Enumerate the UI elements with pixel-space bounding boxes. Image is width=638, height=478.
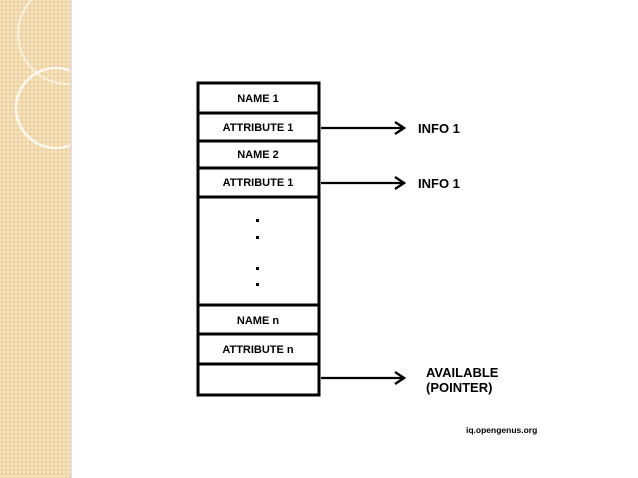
ellipsis-dot (256, 236, 259, 239)
decorative-side-panel (0, 0, 70, 478)
info-label: INFO 1 (418, 176, 460, 191)
ellipsis-dot (256, 219, 259, 222)
ellipsis-dot (256, 267, 259, 270)
table-cell-label: ATTRIBUTE 1 (223, 122, 294, 134)
source-watermark: iq.opengenus.org (466, 425, 537, 435)
info-label: INFO 1 (418, 121, 460, 136)
ellipsis-dot (256, 283, 259, 286)
symbol-table-frame (196, 81, 321, 397)
available-label: AVAILABLE (426, 365, 499, 380)
table-cell-label: NAME 1 (237, 93, 279, 105)
table-cell-label: NAME 2 (237, 149, 279, 161)
table-cell-label: NAME n (237, 315, 279, 327)
decorative-circles-icon (14, 0, 70, 150)
table-cell-label: ATTRIBUTE 1 (223, 177, 294, 189)
table-cell-label: ATTRIBUTE n (222, 344, 294, 356)
side-panel-divider (70, 0, 72, 478)
pointer-label: (POINTER) (426, 380, 492, 395)
